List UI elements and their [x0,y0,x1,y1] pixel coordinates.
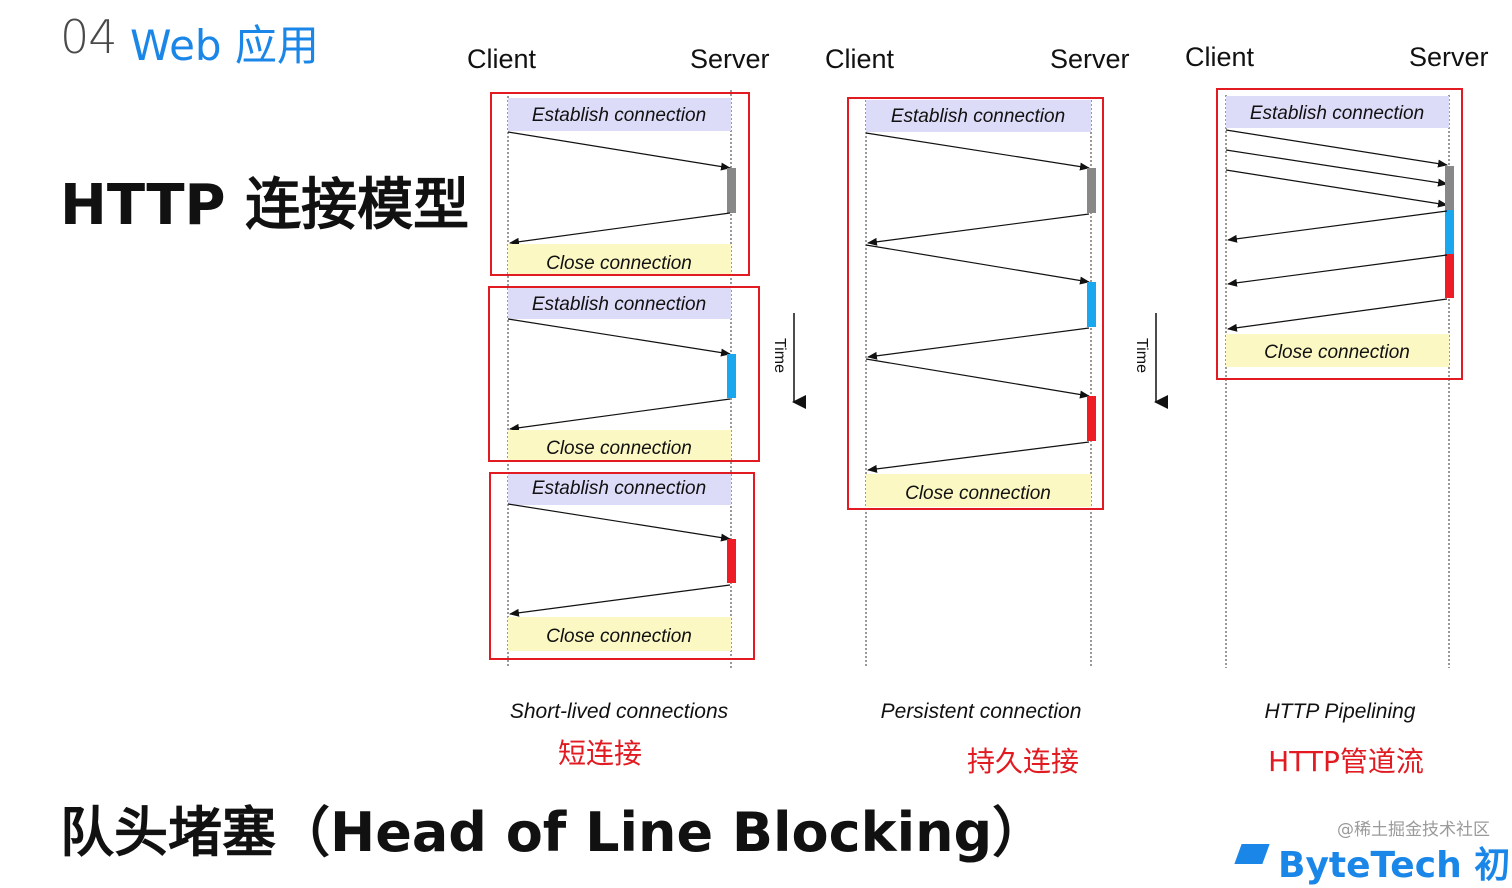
diagram-caption: Persistent connection [881,700,1082,723]
establish-box [508,288,731,319]
establish-label: Establish connection [1250,103,1424,124]
http-connection-diagram: Client Server Establish connection Close… [467,42,1489,778]
establish-box [508,474,731,505]
processing-bar-red [727,539,736,583]
diagram-caption: HTTP Pipelining [1265,700,1416,723]
establish-box [1226,96,1449,128]
client-label: Client [467,44,537,74]
connection-frame [847,97,1104,510]
processing-bar-red [1087,396,1096,441]
diagram-caption: Short-lived connections [510,700,729,723]
server-label: Server [690,44,770,74]
response-arrow [509,584,731,617]
request-arrow [1225,149,1448,187]
processing-bar-gray [1445,166,1454,210]
establish-label: Establish connection [532,478,706,499]
processing-bar-gray [727,168,736,213]
section-number: 04 [60,10,118,64]
diagram-persistent: Client Server Establish connection Close… [825,44,1130,778]
processing-bar-gray [1087,168,1096,213]
response-arrow [509,398,731,432]
establish-label: Establish connection [532,105,706,126]
bytetech-logo-icon [1234,844,1270,864]
establish-box [508,98,731,131]
section-title: Web 应用 [130,21,319,70]
time-label: Time [1133,338,1150,373]
request-arrow [865,358,1090,399]
request-arrow [1225,169,1448,208]
processing-bar-blue [727,354,736,398]
close-label: Close connection [1264,342,1410,363]
diagram-short-lived: Client Server Establish connection Close… [467,44,770,770]
response-arrow [1227,254,1448,287]
request-arrow [507,318,731,357]
close-box [508,617,731,651]
processing-bar-blue [1445,210,1454,254]
response-arrow [1227,298,1448,332]
time-axis: Time [771,313,806,409]
diagram-cn-caption: 短连接 [558,737,642,770]
request-arrow [1225,129,1448,168]
request-arrow [507,503,731,542]
connection-frame [490,92,750,276]
main-heading: HTTP 连接模型 [60,173,470,238]
logo-text: ByteTech 初阶 [1278,845,1512,886]
connection-frame [488,286,760,462]
response-arrow [509,212,731,246]
processing-bar-blue [1087,282,1096,327]
close-label: Close connection [546,626,692,647]
diagram-cn-caption: 持久连接 [967,745,1079,778]
client-label: Client [825,44,895,74]
establish-label: Establish connection [891,106,1065,127]
time-axis: Time [1133,313,1168,409]
connection-frame [489,472,755,660]
close-label: Close connection [905,483,1051,504]
response-arrow [867,441,1090,473]
close-box [1226,334,1449,367]
request-arrow [865,244,1090,285]
close-label: Close connection [546,253,692,274]
request-arrow [865,132,1090,171]
close-box [508,430,731,460]
close-label: Close connection [546,438,692,459]
close-box [866,474,1091,507]
establish-box [866,100,1091,132]
response-arrow [867,213,1090,246]
watermark: @稀土掘金技术社区 [1337,820,1490,840]
client-label: Client [1185,42,1255,72]
server-label: Server [1050,44,1130,74]
close-box [508,244,731,276]
response-arrow [867,327,1090,360]
establish-label: Establish connection [532,294,706,315]
connection-frame [1216,88,1463,380]
server-label: Server [1409,42,1489,72]
time-label: Time [771,338,788,373]
diagram-pipelining: Client Server Establish connection Close… [1185,42,1489,778]
response-arrow [1227,210,1448,243]
bottom-heading: 队头堵塞（Head of Line Blocking） [60,801,1047,864]
diagram-cn-caption: HTTP管道流 [1268,745,1424,778]
request-arrow [507,131,731,171]
processing-bar-red [1445,254,1454,298]
